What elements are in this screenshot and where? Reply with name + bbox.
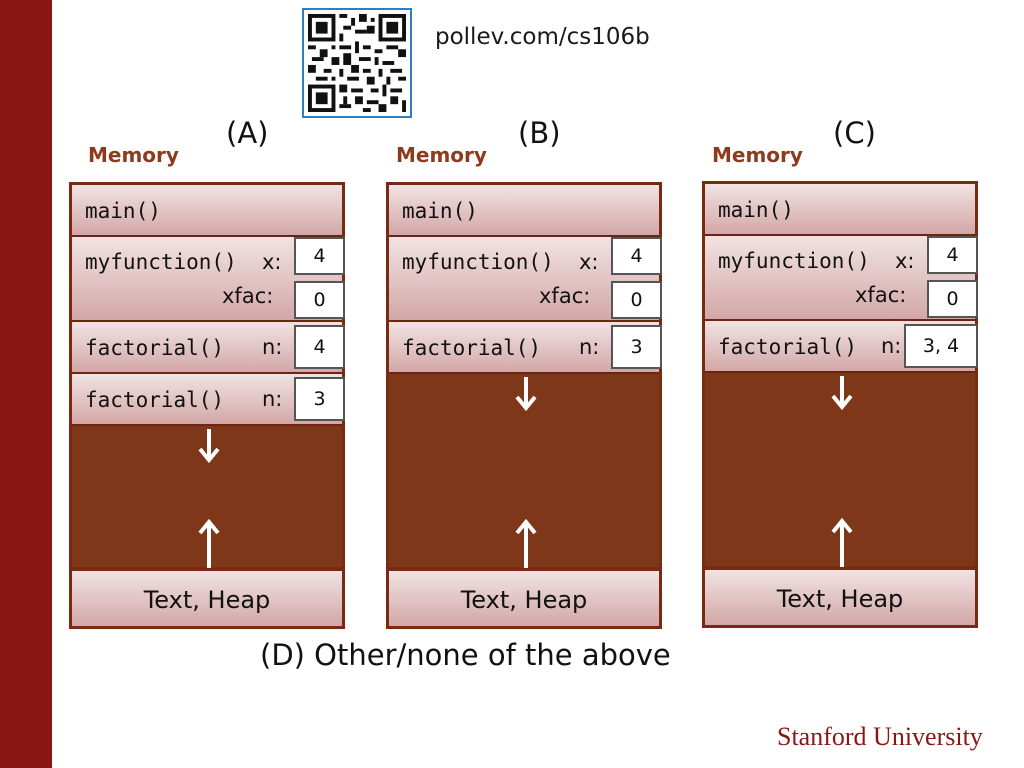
option-a-label: (A) <box>226 116 269 150</box>
value-box-xfac: 0 <box>927 280 978 318</box>
option-c-label: (C) <box>833 116 876 150</box>
option-a-frame-factorial-1: factorial() n: 4 <box>72 322 345 374</box>
variable-label-x: x: <box>579 250 599 274</box>
variable-label-xfac: xfac: <box>855 283 907 307</box>
option-b-text-heap: Text, Heap <box>386 568 662 629</box>
stanford-university-wordmark: Stanford University <box>777 722 983 751</box>
frame-function-name: myfunction() <box>718 249 870 273</box>
value-box-n: 3 <box>294 377 345 421</box>
qr-code-graphic <box>308 14 406 112</box>
option-b-memory-label: Memory <box>396 143 487 167</box>
value-box-xfac: 0 <box>294 281 345 319</box>
option-c-text-heap: Text, Heap <box>702 567 978 628</box>
variable-label-n: n: <box>262 387 283 411</box>
option-a-memory-stack: main() myfunction() x: xfac: 4 0 factori… <box>69 182 345 570</box>
stack-grows-down-arrow-icon <box>831 376 853 411</box>
variable-label-xfac: xfac: <box>539 284 591 308</box>
heap-grows-up-arrow-icon <box>198 519 220 569</box>
option-c-frame-main: main() <box>705 184 975 236</box>
frame-function-name: main() <box>718 198 794 222</box>
value-box-n: 3, 4 <box>904 324 978 368</box>
variable-label-n: n: <box>881 334 902 358</box>
option-c-frame-myfunction: myfunction() x: xfac: 4 0 <box>705 236 978 321</box>
frame-function-name: myfunction() <box>402 250 554 274</box>
frame-function-name: factorial() <box>718 335 858 359</box>
option-a-frame-factorial-2: factorial() n: 3 <box>72 374 345 426</box>
qr-code-icon[interactable] <box>302 8 412 118</box>
frame-function-name: factorial() <box>402 336 542 360</box>
variable-label-x: x: <box>895 249 915 273</box>
option-b-frame-main: main() <box>389 185 659 237</box>
frame-function-name: main() <box>402 199 478 223</box>
value-box-xfac: 0 <box>611 281 662 319</box>
option-c-memory-stack: main() myfunction() x: xfac: 4 0 factori… <box>702 181 978 569</box>
frame-function-name: main() <box>85 199 161 223</box>
variable-label-n: n: <box>262 335 283 359</box>
stack-grows-down-arrow-icon <box>515 377 537 412</box>
variable-label-n: n: <box>579 335 600 359</box>
heap-grows-up-arrow-icon <box>515 519 537 569</box>
value-box-n: 3 <box>611 325 662 369</box>
value-box-x: 4 <box>611 237 662 275</box>
value-box-n: 4 <box>294 325 345 369</box>
variable-label-x: x: <box>262 250 282 274</box>
frame-function-name: myfunction() <box>85 250 237 274</box>
option-b-frame-myfunction: myfunction() x: xfac: 4 0 <box>389 237 662 322</box>
option-a-frame-myfunction: myfunction() x: xfac: 4 0 <box>72 237 345 322</box>
value-box-x: 4 <box>927 236 978 274</box>
heap-grows-up-arrow-icon <box>831 518 853 568</box>
frame-function-name: factorial() <box>85 388 225 412</box>
option-d-label: (D) Other/none of the above <box>260 638 671 672</box>
left-accent-bar <box>0 0 52 768</box>
poll-url-link[interactable]: pollev.com/cs106b <box>435 24 650 50</box>
option-a-memory-label: Memory <box>88 143 179 167</box>
option-b-frame-factorial: factorial() n: 3 <box>389 322 662 374</box>
variable-label-xfac: xfac: <box>222 284 274 308</box>
option-b-label: (B) <box>518 116 561 150</box>
option-c-frame-factorial: factorial() n: 3, 4 <box>705 321 978 373</box>
option-b-memory-stack: main() myfunction() x: xfac: 4 0 factori… <box>386 182 662 570</box>
option-a-frame-main: main() <box>72 185 342 237</box>
value-box-x: 4 <box>294 237 345 275</box>
option-a-text-heap: Text, Heap <box>69 568 345 629</box>
option-c-memory-label: Memory <box>712 143 803 167</box>
stack-grows-down-arrow-icon <box>198 429 220 464</box>
frame-function-name: factorial() <box>85 336 225 360</box>
